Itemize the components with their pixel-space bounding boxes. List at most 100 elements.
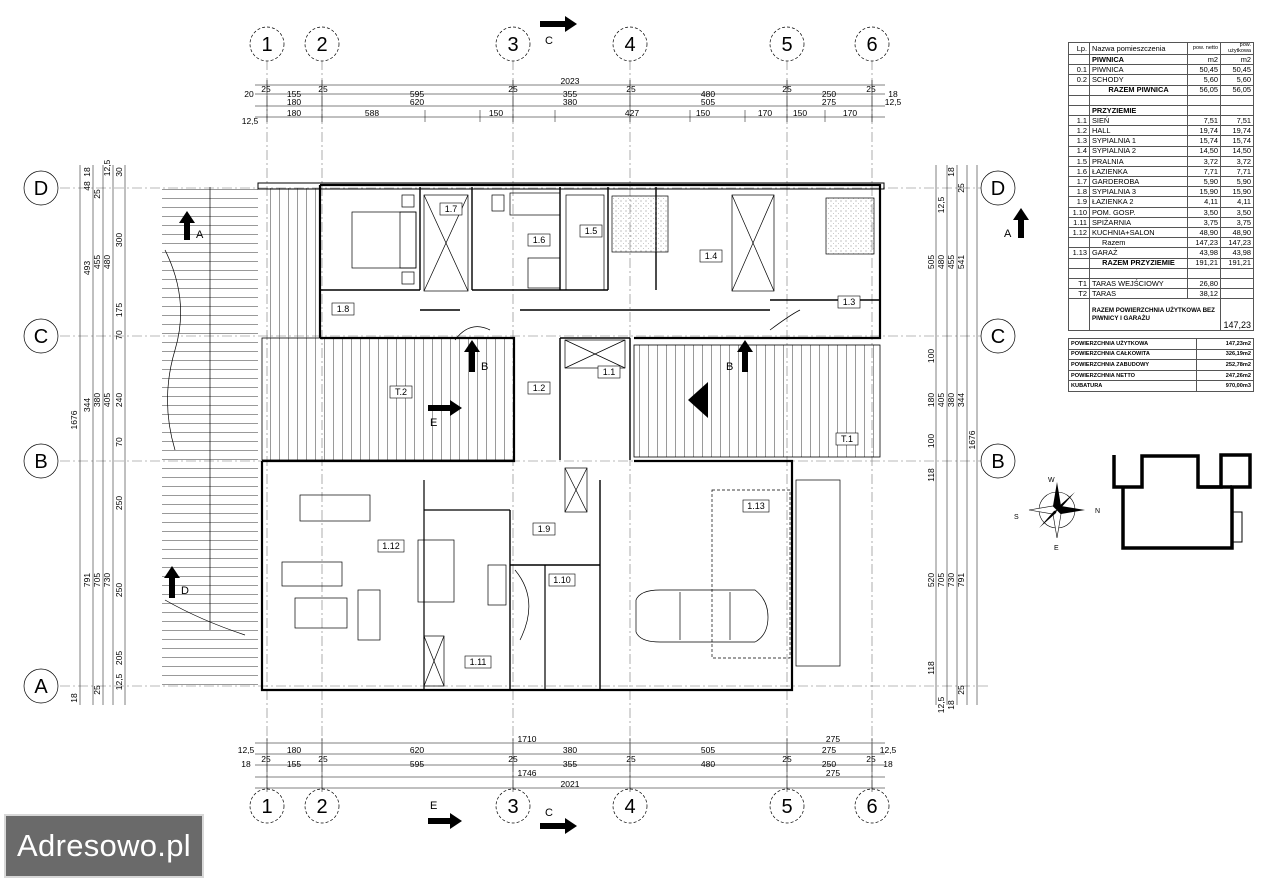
dim: 480 [936,255,946,269]
dim: 70 [114,437,124,447]
dim: 380 [563,97,577,107]
dim: 100 [926,434,936,448]
table-row-usable: RAZEM POWIERZCHNIA UŻYTKOWA BEZ PIWNICY … [1068,298,1254,332]
dim: 18 [888,89,898,99]
axis-number: 2 [316,796,327,818]
dim: 275 [822,97,836,107]
dim: 355 [563,89,577,99]
compass-letter: E [1054,545,1059,552]
room-label: T.1 [841,434,853,444]
dim-total-bottom: 2021 [561,779,580,789]
dim: 455 [92,255,102,269]
arrow-right-icon [540,818,577,834]
arrow-up-icon [164,566,180,598]
axis-letter: A [34,676,48,698]
dim: 588 [365,108,379,118]
dim-total-top: 2023 [561,76,580,86]
section-title: PIWNICA [1089,53,1188,66]
dim: 170 [843,108,857,118]
room-label: 1.7 [445,204,458,214]
dim: 25 [956,685,966,695]
dim: 100 [926,349,936,363]
dim: 155 [287,89,301,99]
dim: 250 [114,496,124,510]
section-letter: B [726,361,733,373]
table-row-total: RAZEM PIWNICA 56,05 56,05 [1068,84,1254,96]
dim: 250 [822,89,836,99]
table-row: 0.2 SCHODY 5,60 5,60 [1068,74,1254,86]
dim: 520 [926,573,936,587]
bottom-dimension-labels: 1710 275 12,5 180 620 380 505 275 12,5 1… [238,734,897,789]
dim: 505 [701,97,715,107]
dim: 18 [946,167,956,177]
dim: 205 [114,651,124,665]
dim: 275 [826,768,840,778]
right-dimensions [935,165,978,705]
arrow-right-icon [428,400,462,416]
section-letter: B [481,361,488,373]
dim: 275 [826,734,840,744]
dim: 405 [936,393,946,407]
table-row: PIWNICA m2 m2 [1068,53,1254,66]
dim: 25 [508,84,518,94]
entrance-ramp [162,187,258,687]
dim: 12,5 [880,745,897,755]
dim: 18 [883,759,893,769]
dim: 730 [102,573,112,587]
right-dimension-labels: 1676 18 12,5 505 100 180 100 118 520 118… [926,167,977,713]
dim: 25 [261,84,271,94]
dim: 118 [926,468,936,482]
room-label: 1.2 [533,383,546,393]
dim: 25 [261,754,271,764]
dim: 150 [489,108,503,118]
room-label: 1.8 [337,304,350,314]
outline-annex [1231,511,1243,543]
axis-number: 6 [866,34,877,56]
compass-rose-icon: N S E W [1014,477,1100,552]
section-letter: A [1004,228,1012,240]
dim: 595 [410,89,424,99]
dim: 730 [946,573,956,587]
axis-letter: B [34,451,47,473]
watermark-logo[interactable]: Adresowo.pl [4,814,204,878]
dim: 180 [926,393,936,407]
axis-number: 4 [624,796,635,818]
top-dimension-labels: 2023 20 25 155 25 595 25 355 25 480 25 2… [242,76,902,126]
dim: 25 [626,754,636,764]
walls [257,182,885,692]
axis-number: 1 [261,34,272,56]
dim-total-right: 1676 [967,430,977,449]
dim: 380 [92,393,102,407]
dim: 25 [508,754,518,764]
axis-letter: D [991,178,1005,200]
dim: 25 [866,754,876,764]
header-lp: Lp. [1068,42,1090,55]
dim: 250 [822,759,836,769]
dim: 30 [114,167,124,177]
axis-number: 3 [507,34,518,56]
axis-labels-bottom: 1 2 3 4 5 6 [249,788,890,824]
axis-number: 6 [866,796,877,818]
dim: 480 [701,89,715,99]
dim: 595 [410,759,424,769]
dim: 344 [956,393,966,407]
building-outline-thumbnail [1112,453,1252,550]
dim: 70 [114,330,124,340]
section-letter: C [545,35,553,47]
dim: 12,5 [885,97,902,107]
dim: 355 [563,759,577,769]
left-dimensions [79,165,126,705]
room-label: 1.5 [585,226,598,236]
dim-total-left: 1676 [69,410,79,429]
compass-letter: N [1095,508,1100,515]
